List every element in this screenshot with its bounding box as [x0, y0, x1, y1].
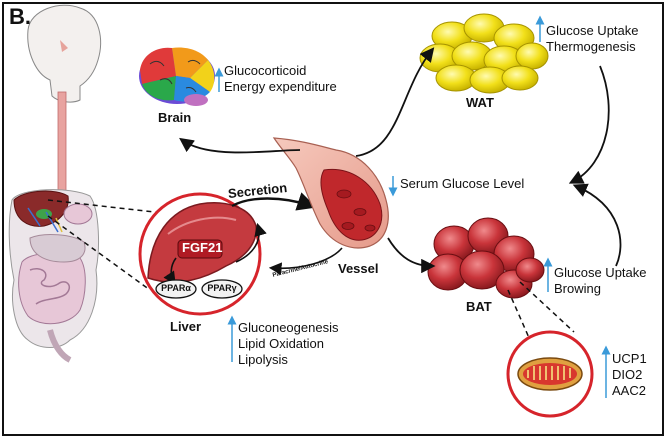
liver-effect-3: Lipolysis: [238, 352, 288, 367]
liver-label: Liver: [170, 319, 202, 334]
vessel-to-bat-arrow: [387, 237, 436, 274]
fgf21-label: FGF21: [182, 240, 223, 255]
bat-zoom-line-left: [507, 289, 531, 341]
liver-zoom-line-bottom: [47, 215, 151, 291]
mito-effect-1: UCP1: [612, 351, 647, 366]
bat-effect-1: Glucose Uptake: [554, 265, 647, 280]
paracrine-arrow: [268, 247, 343, 276]
brain-effect-1: Glucocorticoid: [224, 63, 307, 78]
secretion-arrow: [231, 192, 317, 211]
wat-adipocytes: [419, 13, 549, 94]
blood-vessel-illustration: [272, 137, 389, 249]
bat-effect-2: Browing: [554, 281, 601, 296]
wat-effect-2: Thermogenesis: [546, 39, 636, 54]
bat-adipocytes: [427, 217, 545, 299]
vessel-label: Vessel: [338, 261, 379, 276]
vessel-to-wat-arrow: [355, 47, 435, 157]
brain-effect-2: Energy expenditure: [224, 79, 337, 94]
mitochondria-zoom-circle: [506, 330, 594, 418]
bat-label: BAT: [466, 299, 492, 314]
wat-to-serum-arrow: [568, 65, 610, 184]
figure-border: [2, 2, 664, 436]
ppar-gamma-label: PPARγ: [207, 283, 237, 293]
brain-label: Brain: [158, 110, 192, 125]
bat-zoom-line-right: [519, 281, 575, 333]
mito-effect-2: DIO2: [612, 367, 643, 382]
liver-effect-1: Gluconeogenesis: [238, 320, 339, 335]
panel-label: B.: [9, 4, 31, 29]
wat-effect-1: Glucose Uptake: [546, 23, 639, 38]
vessel-to-brain-arrow: [179, 137, 301, 154]
liver-zoom-line-top: [47, 199, 173, 215]
human-body-illustration: [8, 4, 101, 363]
liver-effect-2: Lipid Oxidation: [238, 336, 324, 351]
bat-to-serum-arrow: [572, 183, 622, 267]
mito-effect-3: AAC2: [612, 383, 646, 398]
liver-zoom-circle: [138, 192, 267, 316]
ppar-alpha-label: PPARα: [161, 283, 191, 293]
serum-glucose-label: Serum Glucose Level: [400, 176, 525, 191]
brain-illustration: [139, 47, 215, 106]
wat-label: WAT: [466, 95, 494, 110]
